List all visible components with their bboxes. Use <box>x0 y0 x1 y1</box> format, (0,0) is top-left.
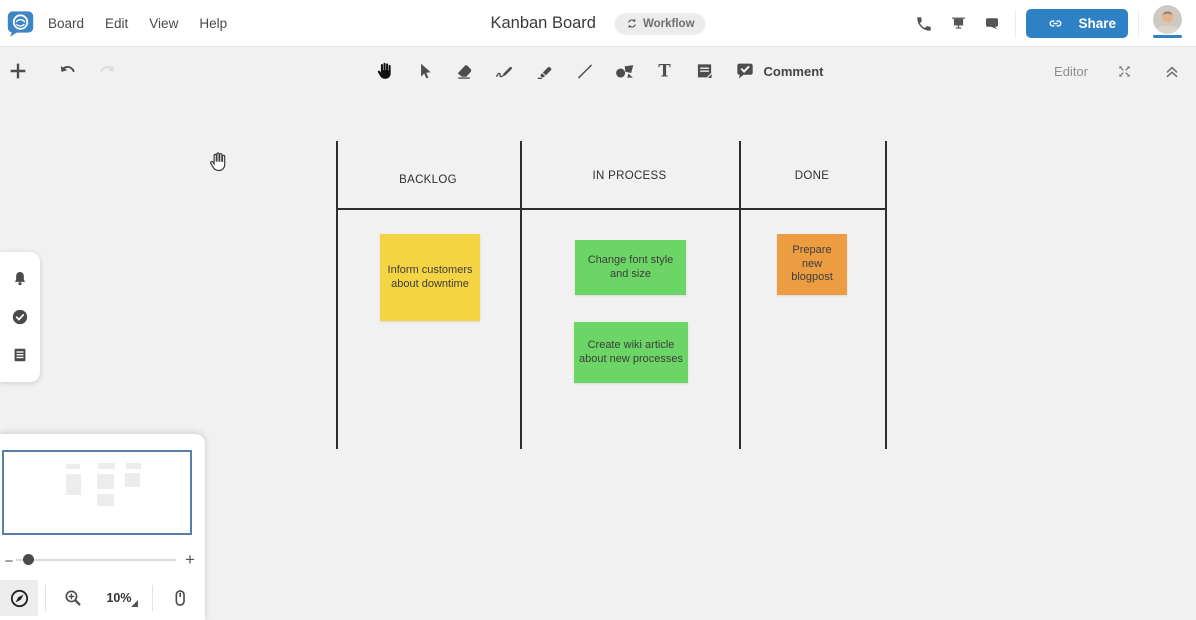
topbar-right: Share <box>907 0 1196 47</box>
phone-call-icon[interactable] <box>914 14 934 34</box>
comment-tool-label: Comment <box>763 63 824 79</box>
divider <box>1015 9 1017 38</box>
notes-document-icon[interactable] <box>9 344 31 366</box>
zoom-slider-knob[interactable] <box>23 554 34 565</box>
menu-bar: Board Edit View Help <box>48 0 227 47</box>
comment-icon <box>733 59 757 83</box>
presence-indicator <box>1153 34 1182 38</box>
collapse-toolbar-icon[interactable] <box>1160 59 1184 83</box>
line-tool[interactable] <box>573 59 597 83</box>
select-tool[interactable] <box>413 59 437 83</box>
minimap-shape <box>66 464 80 469</box>
editor-mode-label[interactable]: Editor <box>1054 63 1088 79</box>
sync-icon <box>625 17 638 30</box>
menu-edit[interactable]: Edit <box>105 16 129 31</box>
minimap-viewport[interactable] <box>2 450 192 535</box>
sticky-note[interactable]: Change font style and size <box>575 240 686 295</box>
column-header-done[interactable]: DONE <box>794 170 830 182</box>
toolbar-center: T Comment <box>373 48 824 94</box>
navigation-panel: − + 10% <box>0 434 205 620</box>
add-content-button[interactable] <box>6 59 30 83</box>
share-button[interactable]: Share <box>1026 9 1128 38</box>
eraser-tool[interactable] <box>453 59 477 83</box>
undo-button[interactable] <box>56 59 80 83</box>
toolbar-left <box>6 48 119 94</box>
pen-tool[interactable] <box>493 59 517 83</box>
sticky-note[interactable]: Prepare new blogpost <box>777 234 847 295</box>
divider <box>1138 9 1139 38</box>
zoom-out-minus-button[interactable]: − <box>4 552 14 570</box>
workflow-badge-label: Workflow <box>642 17 695 30</box>
menu-board[interactable]: Board <box>48 16 85 31</box>
highlighter-tool[interactable] <box>533 59 557 83</box>
minimap-shape <box>126 463 141 469</box>
zoom-level-value[interactable]: 10% <box>106 591 132 605</box>
toolbar: T Comment <box>0 48 1196 94</box>
left-sidebar <box>0 252 40 382</box>
column-header-in-process[interactable]: IN PROCESS <box>592 170 667 182</box>
mouse-mode-button[interactable] <box>162 580 198 616</box>
board-column-line <box>520 141 522 449</box>
board-header-line <box>336 208 887 210</box>
minimap-shape <box>66 474 81 495</box>
user-avatar[interactable] <box>1153 4 1182 43</box>
sticky-note[interactable]: Create wiki article about new processes <box>574 322 688 383</box>
tasks-check-icon[interactable] <box>9 306 31 328</box>
text-tool[interactable]: T <box>653 59 677 83</box>
board-column-line <box>336 141 338 449</box>
svg-text:T: T <box>658 62 671 81</box>
zoom-magnifier-button[interactable] <box>56 580 90 616</box>
zoom-dropdown-caret[interactable] <box>131 600 138 607</box>
shapes-tool[interactable] <box>613 59 637 83</box>
minimap-shape <box>125 473 140 487</box>
zoom-in-plus-button[interactable]: + <box>185 550 195 569</box>
divider <box>45 585 46 611</box>
hand-tool[interactable] <box>373 59 397 83</box>
toolbar-right: Editor <box>1054 48 1184 94</box>
share-button-label: Share <box>1078 16 1116 31</box>
minimap-shape <box>97 494 114 506</box>
topbar: Board Edit View Help Kanban Board Workfl… <box>0 0 1196 47</box>
chat-icon[interactable] <box>982 14 1002 34</box>
board-column-line <box>885 141 887 449</box>
divider <box>152 585 153 611</box>
zoom-slider-track[interactable] <box>16 559 176 561</box>
minimap-shape <box>98 463 115 469</box>
overview-compass-button[interactable] <box>0 580 38 616</box>
link-icon <box>1045 14 1065 34</box>
menu-view[interactable]: View <box>149 16 179 31</box>
workflow-badge[interactable]: Workflow <box>613 12 706 35</box>
notifications-bell-icon[interactable] <box>9 268 31 290</box>
redo-button[interactable] <box>95 59 119 83</box>
presentation-screen-icon[interactable] <box>948 14 968 34</box>
avatar-image <box>1153 4 1182 34</box>
app-logo-icon[interactable] <box>6 9 35 38</box>
comment-tool[interactable]: Comment <box>733 59 824 83</box>
board-column-line <box>739 141 741 449</box>
board-title[interactable]: Kanban Board <box>490 14 596 32</box>
fullscreen-icon[interactable] <box>1112 59 1136 83</box>
sticky-note-tool[interactable] <box>693 59 717 83</box>
minimap-shape <box>97 474 114 489</box>
sticky-note[interactable]: Inform customers about downtime <box>380 234 480 321</box>
grab-cursor-icon <box>206 150 230 174</box>
column-header-backlog[interactable]: BACKLOG <box>399 174 457 186</box>
title-area: Kanban Board Workflow <box>490 0 706 47</box>
menu-help[interactable]: Help <box>199 16 228 31</box>
